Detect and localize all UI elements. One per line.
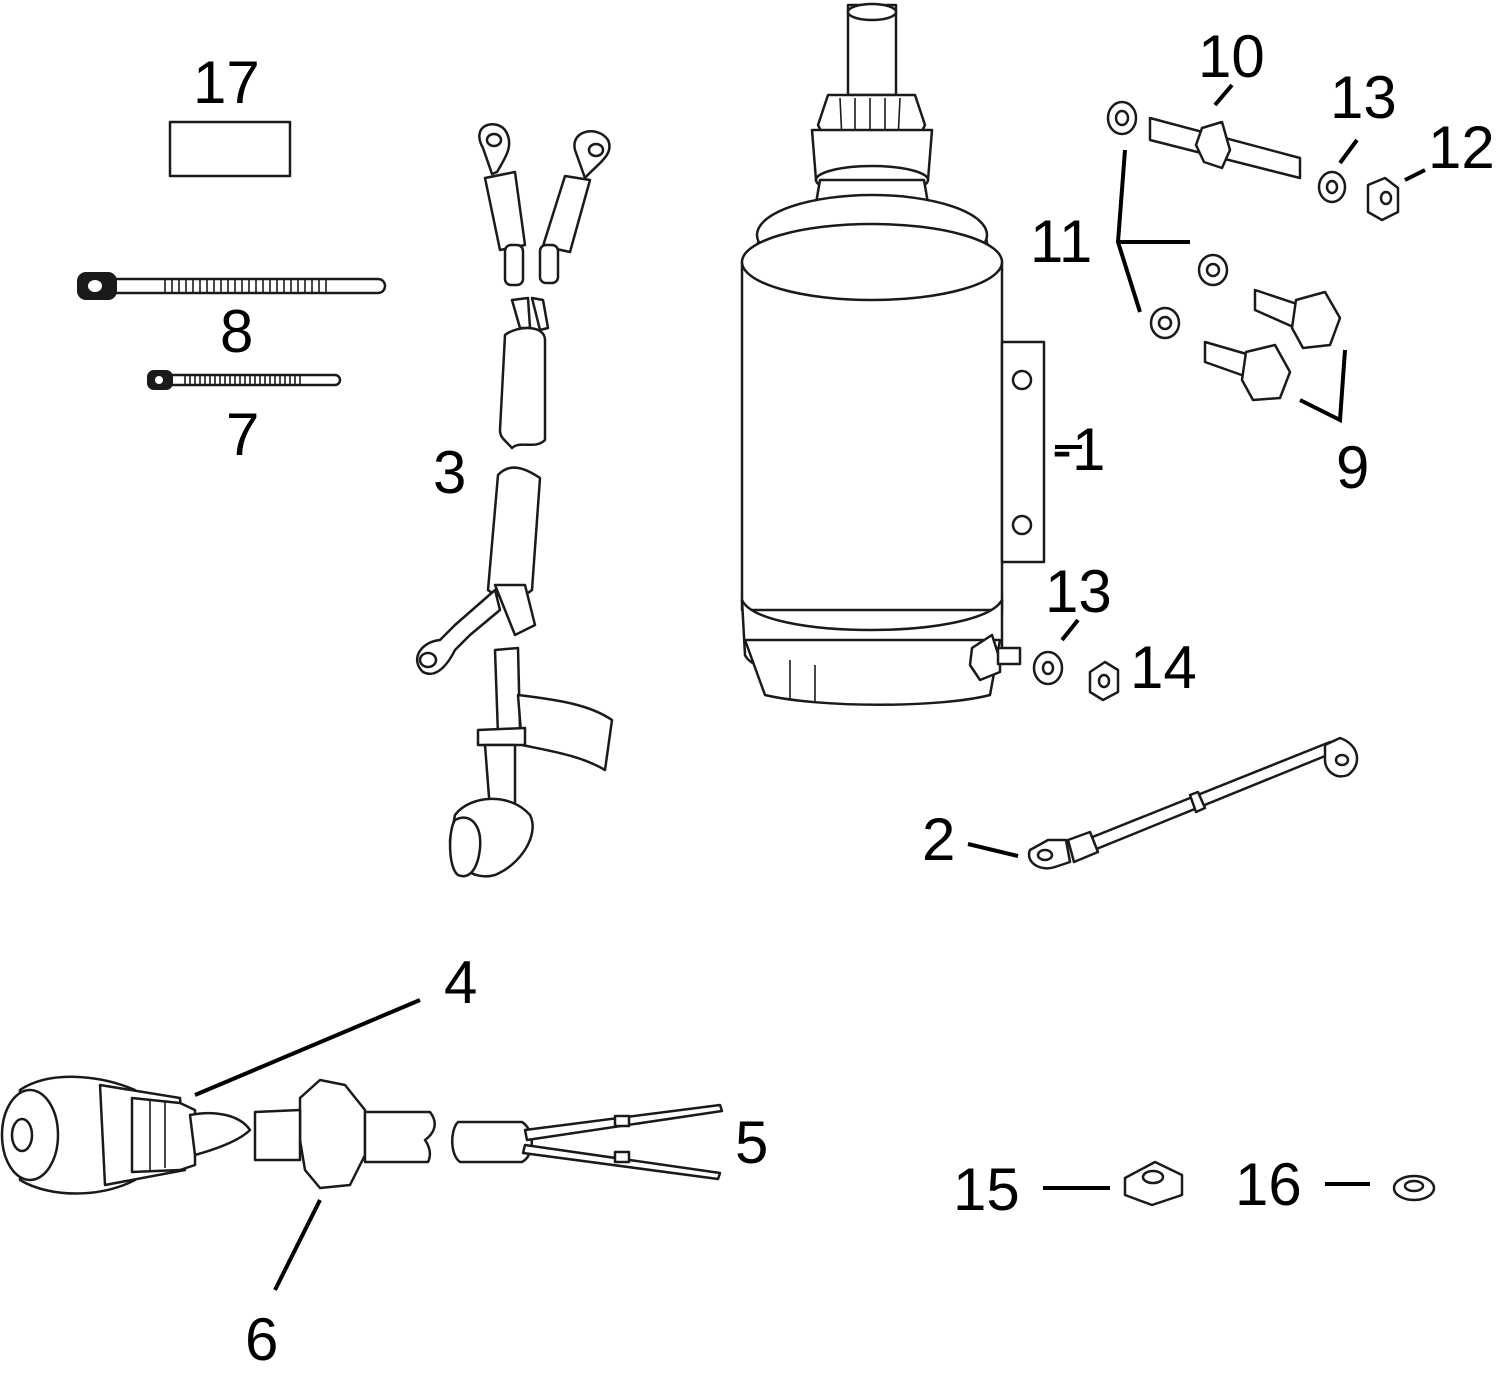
part-17-decal xyxy=(168,120,292,178)
leader-9 xyxy=(1299,349,1347,424)
callout-15: 15 xyxy=(953,1156,1020,1223)
part-11-washers xyxy=(1149,253,1229,340)
leader-11 xyxy=(1115,149,1142,313)
part-6-locknut xyxy=(253,1078,436,1190)
leader-13a xyxy=(1338,138,1359,165)
part-5-leads xyxy=(451,1103,724,1181)
callout-11: 11 xyxy=(1030,208,1092,275)
part-4-switch-assembly xyxy=(0,1075,252,1195)
part-10-stud xyxy=(1106,100,1302,180)
leader-12 xyxy=(1404,168,1426,182)
callout-6: 6 xyxy=(245,1306,278,1373)
leader-13b xyxy=(1060,618,1080,642)
callout-14: 14 xyxy=(1130,634,1197,701)
leader-10 xyxy=(1213,83,1234,107)
callout-4: 4 xyxy=(444,949,477,1016)
part-15-nut xyxy=(1123,1160,1184,1207)
leader-4 xyxy=(194,998,421,1097)
part-3-wiring-harness xyxy=(416,122,614,878)
callout-3: 3 xyxy=(433,439,466,506)
callout-5: 5 xyxy=(735,1109,768,1176)
leader-2 xyxy=(967,842,1019,858)
callout-labels: 17 8 7 3 -1 2 4 5 6 9 10 11 12 13 13 14 … xyxy=(193,23,1495,1373)
part-14-nut xyxy=(1088,660,1120,702)
callout-13-lower: 13 xyxy=(1045,558,1112,625)
part-13-washer-top xyxy=(1317,170,1347,204)
callout-8: 8 xyxy=(220,298,253,365)
callout-9: 9 xyxy=(1336,434,1369,501)
part-7-cable-tie xyxy=(147,370,342,390)
callout-13-top: 13 xyxy=(1330,64,1397,131)
part-1-starter-motor xyxy=(740,2,1046,706)
callout-2: 2 xyxy=(922,806,955,873)
part-2-ground-cable xyxy=(1027,736,1359,870)
leader-lines xyxy=(194,83,1426,1291)
part-9-bolts xyxy=(1203,288,1342,402)
part-13-washer-lower xyxy=(1032,650,1064,686)
callout-16: 16 xyxy=(1235,1151,1302,1218)
part-16-lock-washer xyxy=(1392,1174,1436,1202)
callout-17: 17 xyxy=(193,49,260,116)
callout-12: 12 xyxy=(1428,114,1495,181)
callout-7: 7 xyxy=(226,401,259,468)
callout-10: 10 xyxy=(1198,23,1265,90)
part-12-nut xyxy=(1366,176,1400,222)
leader-6 xyxy=(273,1199,322,1291)
part-8-cable-tie xyxy=(77,272,387,300)
callout-1: -1 xyxy=(1052,416,1105,483)
